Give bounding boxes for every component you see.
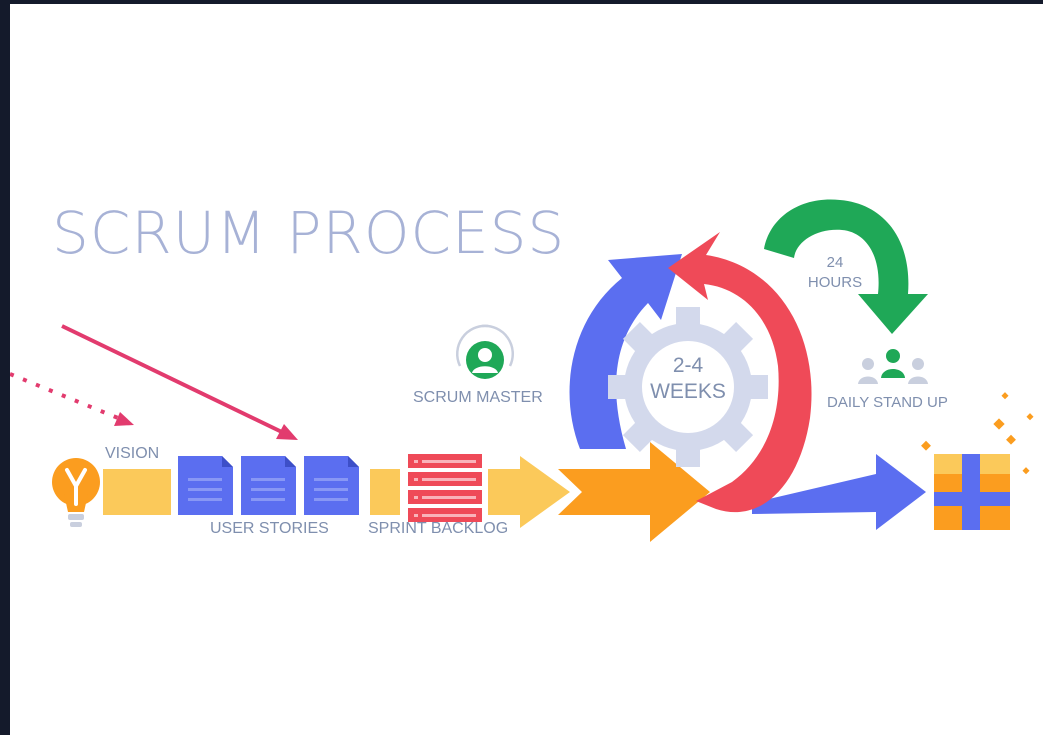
document-icon xyxy=(241,456,296,515)
team-icon xyxy=(858,349,928,384)
person-icon xyxy=(455,324,515,379)
document-icon xyxy=(178,456,233,515)
orange-arrow xyxy=(558,442,710,542)
sprint-backlog-label: SPRINT BACKLOG xyxy=(368,520,509,537)
red-cycle-arrow xyxy=(668,232,812,513)
backlog-arrow xyxy=(488,456,570,528)
annotation-dotted-arrow xyxy=(10,372,134,426)
cycle-duration-line1: 2-4 xyxy=(672,354,704,377)
daily-hours-line2: HOURS xyxy=(807,274,863,291)
scrum-diagram: SCRUM PROCESS xyxy=(10,4,1043,735)
scrum-master-label: SCRUM MASTER xyxy=(413,389,543,406)
vision-bar xyxy=(103,469,171,515)
vision-label: VISION xyxy=(105,445,160,462)
daily-stand-up-label: DAILY STAND UP xyxy=(827,394,948,411)
gear-icon xyxy=(608,307,768,467)
lightbulb-icon xyxy=(52,458,100,527)
blue-cycle-arrow xyxy=(569,254,682,449)
annotation-solid-arrow xyxy=(61,324,298,440)
cycle-duration-line2: WEEKS xyxy=(650,380,726,403)
user-stories-label: USER STORIES xyxy=(210,520,329,537)
page-title: SCRUM PROCESS xyxy=(52,199,566,267)
diagram-graphic xyxy=(10,199,1034,542)
blue-output-arrow xyxy=(752,454,926,530)
backlog-stack-icon xyxy=(408,454,482,522)
backlog-bar-left xyxy=(370,469,400,515)
document-icon xyxy=(304,456,359,515)
green-24h-arrow xyxy=(764,199,928,334)
gift-icon xyxy=(921,392,1034,530)
daily-hours-line1: 24 xyxy=(826,254,844,271)
